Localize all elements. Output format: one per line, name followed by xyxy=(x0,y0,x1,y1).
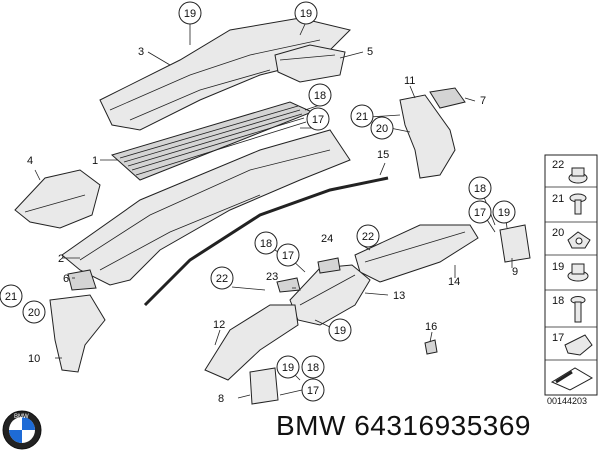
callout-label: 14 xyxy=(448,276,460,288)
nut-icon xyxy=(568,167,588,184)
legend-number: 20 xyxy=(552,227,564,239)
callout-label: 19 xyxy=(334,325,346,337)
part-12-strip xyxy=(204,304,299,381)
callout: 17 xyxy=(276,243,300,267)
callout-label: 19 xyxy=(282,362,294,374)
callout: 22 xyxy=(210,266,234,290)
callout-label: 3 xyxy=(138,46,144,58)
callout-label: 13 xyxy=(393,290,405,302)
hex-nut-icon xyxy=(567,263,589,282)
callout-label: 1 xyxy=(92,155,98,167)
callout-label: 10 xyxy=(28,353,40,365)
callout-label: 6 xyxy=(63,273,69,285)
diagram-code: 00144203 xyxy=(547,396,588,406)
callout: 19 xyxy=(492,200,516,224)
callout-label: 22 xyxy=(216,273,228,285)
part-11-duct xyxy=(399,94,456,179)
legend-number: 22 xyxy=(552,159,564,171)
callout-label: 19 xyxy=(184,8,196,20)
callout-label: 18 xyxy=(314,90,326,102)
logo-text: BMW xyxy=(14,414,29,420)
callout-label: 19 xyxy=(300,8,312,20)
part-24-clip xyxy=(317,257,341,274)
callout-label: 7 xyxy=(480,95,486,107)
callout-label: 5 xyxy=(367,46,373,58)
callout-label: 4 xyxy=(27,155,33,167)
callout: 17 xyxy=(468,200,492,224)
legend-panel: 22 21 20 19 18 17 xyxy=(544,154,598,396)
part-number-title: BMW 64316935369 xyxy=(276,410,532,441)
callout: 21 xyxy=(0,284,23,308)
legend-number: 18 xyxy=(552,295,564,307)
callout-label: 8 xyxy=(218,393,224,405)
callout: 22 xyxy=(356,224,380,248)
callout: 18 xyxy=(254,231,278,255)
part-9-bracket xyxy=(499,224,531,263)
callout-label: 19 xyxy=(498,207,510,219)
part-1-filter xyxy=(110,101,314,181)
part-5-box xyxy=(274,44,346,83)
part-4-box xyxy=(14,169,101,229)
callout: 19 xyxy=(328,318,352,342)
callout: 17 xyxy=(301,378,325,402)
callout-label: 16 xyxy=(425,321,437,333)
callout-label: 24 xyxy=(321,233,333,245)
callout: 19 xyxy=(276,355,300,379)
callout: 17 xyxy=(306,107,330,131)
legend-number: 21 xyxy=(552,193,564,205)
callout-label: 17 xyxy=(307,385,319,397)
clip-nut-icon xyxy=(567,231,591,249)
part-15-seal xyxy=(143,176,389,307)
arrow-symbol-icon xyxy=(550,367,594,391)
callout-label: 20 xyxy=(376,123,388,135)
callout: 18 xyxy=(301,355,325,379)
part-2-panel xyxy=(61,129,351,286)
callout: 19 xyxy=(294,1,318,25)
callout-label: 18 xyxy=(307,362,319,374)
callout-label: 18 xyxy=(474,183,486,195)
part-16-clip xyxy=(424,339,438,355)
callout-label: 18 xyxy=(260,238,272,250)
callout-label: 9 xyxy=(512,266,518,278)
bolt-icon xyxy=(570,296,586,323)
callout-label: 2 xyxy=(58,253,64,265)
callout: 20 xyxy=(370,116,394,140)
part-23-clip xyxy=(276,277,301,293)
callout-label: 17 xyxy=(312,114,324,126)
legend-number: 17 xyxy=(552,332,564,344)
part-7-clip xyxy=(429,87,466,109)
screw-icon xyxy=(569,193,587,215)
part-14-panel xyxy=(354,224,479,283)
legend-number: 19 xyxy=(552,261,564,273)
callout: 18 xyxy=(468,176,492,200)
callout-label: 21 xyxy=(356,111,368,123)
callout-label: 15 xyxy=(377,149,389,161)
part-13-panel xyxy=(289,264,371,326)
part-6-clip xyxy=(67,269,97,291)
callout-label: 17 xyxy=(282,250,294,262)
callout: 19 xyxy=(178,1,202,25)
callout-label: 12 xyxy=(213,319,225,331)
callout-label: 23 xyxy=(266,271,278,283)
callout: 20 xyxy=(22,300,46,324)
part-8-clip xyxy=(249,367,279,405)
part-3-cover xyxy=(99,17,351,131)
callout-label: 21 xyxy=(5,291,17,303)
callout-label: 11 xyxy=(404,75,415,87)
callout-label: 22 xyxy=(362,231,374,243)
callouts: 19 19 3 5 11 7 18 21 20 17 1 15 4 22 21 … xyxy=(0,1,518,405)
part-10-duct xyxy=(49,294,106,373)
callout-label: 20 xyxy=(28,307,40,319)
spring-clip-icon xyxy=(564,334,593,356)
bmw-logo: BMW xyxy=(2,410,42,450)
callout: 21 xyxy=(350,104,374,128)
callout: 18 xyxy=(308,83,332,107)
callout-label: 17 xyxy=(474,207,486,219)
